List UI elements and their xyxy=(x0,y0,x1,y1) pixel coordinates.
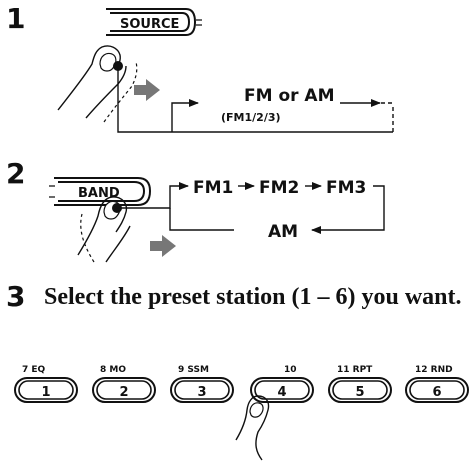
preset-function-label: 9 SSM xyxy=(178,365,209,375)
finger-press-icon xyxy=(57,45,138,123)
band-fm1: FM1 xyxy=(193,178,233,198)
band-button[interactable]: BAND xyxy=(49,177,152,206)
press-arrow-icon xyxy=(150,235,176,257)
source-button-label: SOURCE xyxy=(120,17,179,32)
band-am: AM xyxy=(268,222,298,242)
step-3-instruction: Select the preset station (1 – 6) you wa… xyxy=(44,284,462,310)
step-1: 1 SOURCE FM or AM (FM1/2/3) xyxy=(6,2,394,133)
band-fm3: FM3 xyxy=(326,178,366,198)
preset-function-label: 8 MO xyxy=(100,365,126,375)
preset-buttons: 7 EQ 1 8 MO 2 9 SSM 3 10 4 11 RPT 5 xyxy=(14,365,469,403)
finger-press-icon xyxy=(77,196,131,263)
preset-number-label: 1 xyxy=(41,385,50,400)
band-cycle-lines xyxy=(117,182,385,234)
preset-button-5[interactable]: 11 RPT 5 xyxy=(328,365,392,403)
step-3: 3 xyxy=(6,280,25,313)
press-arrow-icon xyxy=(134,79,160,101)
preset-function-label: 12 RND xyxy=(415,365,453,375)
preset-function-label: 10 xyxy=(284,365,297,375)
preset-number-label: 5 xyxy=(355,385,364,400)
preset-button-3[interactable]: 9 SSM 3 xyxy=(170,365,234,403)
finger-press-icon xyxy=(235,395,270,461)
source-button[interactable]: SOURCE xyxy=(106,8,202,36)
preset-button-2[interactable]: 8 MO 2 xyxy=(92,365,156,403)
step-number: 3 xyxy=(6,280,25,313)
band-button-label: BAND xyxy=(78,186,120,201)
preset-button-6[interactable]: 12 RND 6 xyxy=(405,365,469,403)
preset-function-label: 7 EQ xyxy=(22,365,46,375)
step-number: 2 xyxy=(6,157,25,190)
step1-flow-lines xyxy=(117,66,394,133)
fm-or-am-label: FM or AM xyxy=(244,86,335,106)
preset-number-label: 2 xyxy=(119,385,128,400)
step-number: 1 xyxy=(6,2,25,35)
preset-number-label: 6 xyxy=(432,385,441,400)
step-2: 2 BAND FM1 FM2 FM3 AM xyxy=(6,157,385,263)
fm-band-sub-label: (FM1/2/3) xyxy=(221,111,281,124)
preset-function-label: 11 RPT xyxy=(337,365,373,375)
preset-number-label: 4 xyxy=(277,385,286,400)
preset-number-label: 3 xyxy=(197,385,206,400)
preset-button-1[interactable]: 7 EQ 1 xyxy=(14,365,78,403)
preset-button-4[interactable]: 10 4 xyxy=(250,365,314,403)
band-fm2: FM2 xyxy=(259,178,299,198)
